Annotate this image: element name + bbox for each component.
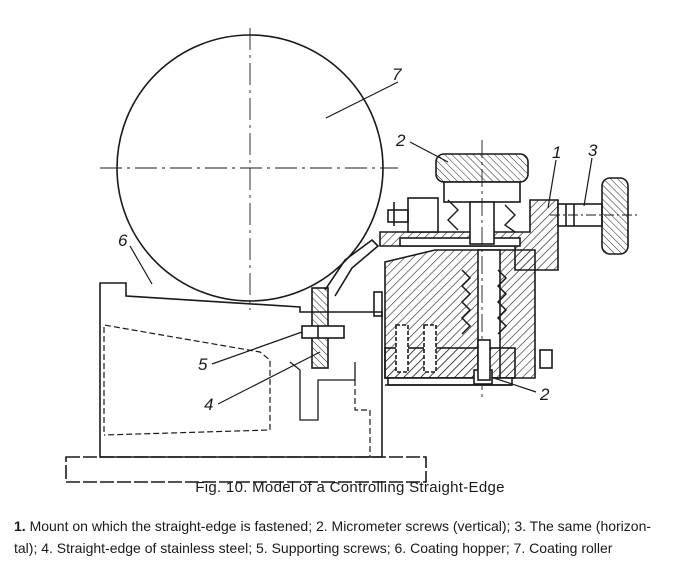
label-1: 1 bbox=[552, 143, 561, 162]
label-4: 4 bbox=[204, 395, 213, 414]
legend-line-1-text: Mount on which the straight-edge is fast… bbox=[25, 518, 652, 534]
screw-head-small bbox=[373, 291, 383, 317]
mount-bolt-right bbox=[423, 324, 437, 373]
legend-line-1: 1. Mount on which the straight-edge is f… bbox=[14, 515, 690, 537]
label-3: 3 bbox=[588, 141, 598, 160]
straight-edge-arm bbox=[324, 238, 380, 297]
micrometer-tip bbox=[477, 339, 491, 381]
clamp bbox=[407, 197, 439, 233]
spring-vertical bbox=[447, 199, 516, 233]
horizontal-screw-knob bbox=[601, 177, 629, 255]
mount-bolt-left bbox=[395, 324, 409, 373]
hopper-lower bbox=[354, 380, 371, 457]
hopper-inner bbox=[103, 324, 271, 436]
label-2-bottom: 2 bbox=[539, 385, 550, 404]
legend-line-2: tal); 4. Straight-edge of stainless stee… bbox=[14, 540, 613, 556]
label-5: 5 bbox=[198, 355, 208, 374]
legend-first-number: 1. bbox=[14, 518, 26, 534]
supporting-screw bbox=[301, 325, 345, 339]
hopper-wall bbox=[289, 361, 356, 421]
label-6: 6 bbox=[118, 231, 128, 250]
spring-coil bbox=[460, 269, 508, 335]
figure-legend: 1. Mount on which the straight-edge is f… bbox=[14, 515, 690, 559]
label-7: 7 bbox=[392, 65, 402, 84]
label-2-top: 2 bbox=[395, 131, 406, 150]
mount-slot bbox=[387, 377, 513, 386]
straight-edge-diagram: 7 2 1 3 6 5 4 2 bbox=[65, 28, 640, 483]
coating-hopper bbox=[99, 282, 383, 458]
bracket-bar bbox=[399, 237, 521, 247]
figure-caption: Fig. 10. Model of a Controlling Straight… bbox=[195, 479, 505, 496]
